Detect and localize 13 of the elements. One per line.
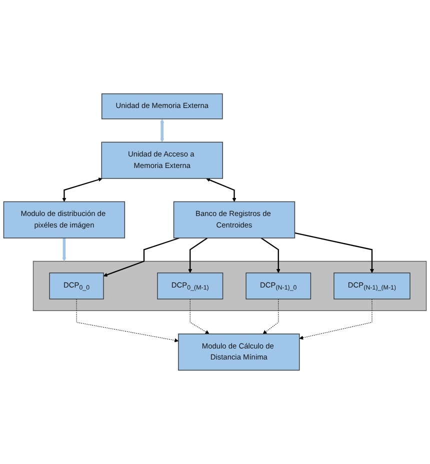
arrow (260, 238, 280, 274)
arrow (188, 238, 208, 274)
arrow (62, 178, 102, 202)
cluster (32, 260, 427, 312)
arrow (76, 298, 179, 342)
arrow (103, 237, 180, 277)
arrow (206, 178, 236, 202)
arrow (62, 238, 66, 262)
arrow (262, 298, 279, 334)
arrow (294, 232, 374, 274)
arrow (299, 298, 372, 340)
arrow (160, 118, 164, 142)
arrow (190, 298, 210, 334)
